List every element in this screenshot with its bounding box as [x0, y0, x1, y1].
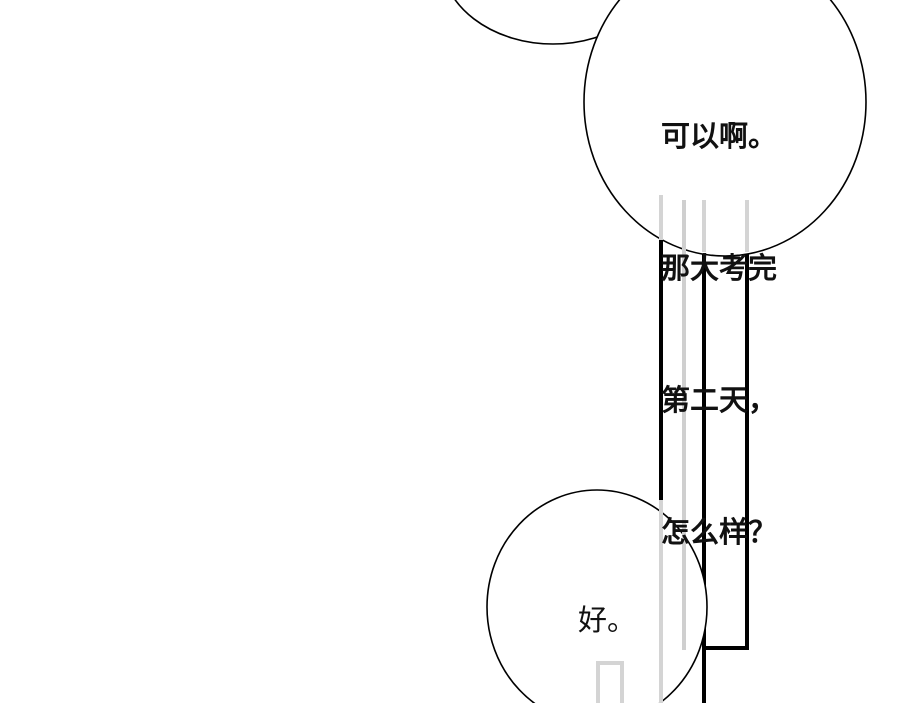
speech-text-top-right: 可以啊。 那大考完 第二天， 怎么样？ — [661, 26, 777, 642]
speech-line: 可以啊。 — [661, 119, 778, 153]
speech-line: 那大考完 — [661, 251, 778, 285]
speech-bubble-bottom — [486, 489, 708, 703]
speech-bubble-top-right — [583, 0, 867, 257]
speech-line: 第二天， — [661, 383, 778, 417]
speech-text-bottom: 好。 — [578, 603, 637, 637]
speech-line: 怎么样？ — [661, 515, 778, 549]
